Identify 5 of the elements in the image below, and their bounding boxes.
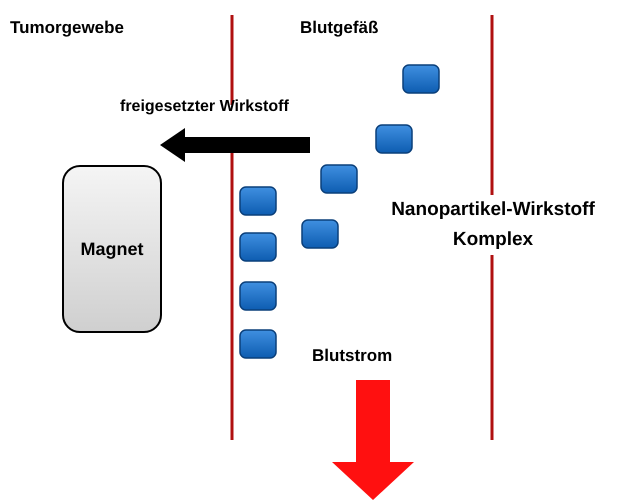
magnet-box: Magnet xyxy=(62,165,162,333)
region-label: Blutgefäß xyxy=(300,18,378,38)
flow-label: Blutstrom xyxy=(312,346,392,366)
region-label: Tumorgewebe xyxy=(10,18,124,38)
arrow-label: freigesetzter Wirkstoff xyxy=(120,98,289,116)
